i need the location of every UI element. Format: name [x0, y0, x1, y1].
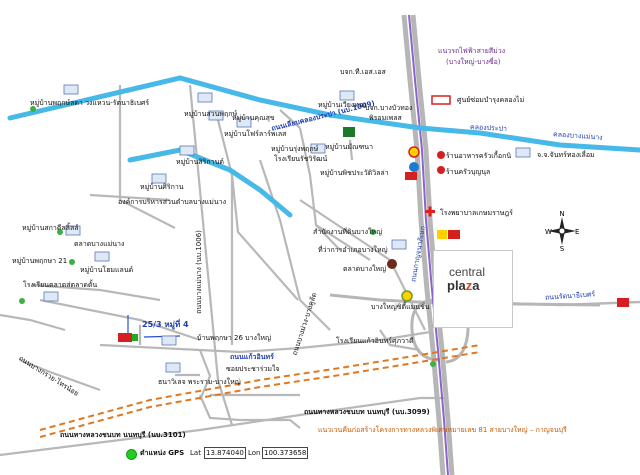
label-restaurant-jeed: ร้านอาหารครัวเกื้อกนิ	[446, 152, 512, 160]
purple-line-label: แนวรถไฟฟ้าสายสีม่วง	[438, 47, 506, 55]
railway-lines	[39, 344, 481, 438]
label-school-kaeoin: โรงเรียนแก้วอินทร์ศุภวาดี	[336, 337, 414, 345]
label-rongrian-wat: โรงเรียนรัชวิรัฒน์	[274, 155, 328, 163]
label-railway-note: แนวเวนคืนก่อสร้างโครงการทางหลวงพิเศษหมาย…	[318, 426, 567, 434]
compass-rose-icon: N S W E	[544, 210, 580, 253]
label-ban-manthana: หมู่บ้านมัณฑนา	[325, 143, 374, 151]
legend-lat-label: Lat :	[190, 449, 206, 457]
legend-lon-label: Lon :	[248, 449, 266, 457]
canals	[7, 75, 640, 218]
label-ban-wiang-thong: หมู่บ้านเวียงทอง	[318, 101, 367, 109]
label-amphoe: ที่ว่าการอำเภอบางใหญ่	[318, 246, 388, 254]
label-store: จ.จ.จันทร์ทองเลื่อม	[537, 151, 595, 159]
label-pirom: พิรอมเพลส	[369, 114, 402, 122]
village-icons	[43, 84, 531, 373]
label-moo-4: 25/3 หมู่ที่ 4	[142, 320, 189, 329]
label-restaurant-chaw: ร้านครัวบุญนุล	[446, 168, 491, 176]
label-ban-pruksa-21: หมู่บ้านพฤกษา 21	[12, 257, 68, 265]
legend-lon-value: 100.373658	[264, 449, 307, 457]
label-ban-phruk: หมู่บ้านรุ่งพฤกษ์	[271, 145, 319, 153]
label-hospital: โรงพยาบาลเกษมราษฎร์	[440, 209, 513, 217]
site-parcel	[118, 333, 132, 342]
purple-line-sub-label: (บางใหญ่-บางซื่อ)	[446, 58, 501, 66]
legend-lon-box	[262, 447, 308, 459]
label-school-wat: โรงเรียนตลาดส่ตลาดตั้น	[23, 281, 98, 289]
label-thanasire: ธนาวิเลจ พระราม-บางใหญ่	[158, 378, 241, 386]
hospital-cross-icon	[425, 206, 435, 217]
label-aor-bor-tor: องค์การบริหารส่วนตำบลบางแม่นาง	[118, 198, 226, 206]
central-logo-line2: plaza	[447, 278, 480, 293]
label-pruksa-villa: หมู่บ้านพิชประวัติวิลล่า	[320, 169, 389, 177]
tree-icons	[19, 106, 436, 367]
label-ban-khunsuk: หมู่บ้านคุณสุข	[232, 114, 275, 122]
gps-pin-icon	[126, 449, 137, 460]
label-market-bangyai: ตลาดบางใหญ่	[343, 265, 387, 273]
central-plaza-block: central plaza	[433, 250, 513, 328]
label-center-gold: ศูนย์ซ่อมบำรุงคลองไม่	[457, 96, 525, 104]
legend-lat-box	[204, 447, 246, 459]
poi-markers	[343, 95, 629, 307]
label-ban-sirikan-b: หมู่บ้านศิริกาน	[140, 183, 184, 191]
label-office-land: สำนักงานที่ดินบางใหญ่	[313, 228, 383, 236]
road-1006-label: ถนนบางแม่นาง (นบ.1006)	[194, 230, 203, 314]
label-ban-pruksa-26: บ้านพฤกษา 26 บางใหญ่	[197, 334, 271, 342]
label-bangbuathong: บจก.บางบัวทอง	[365, 104, 413, 112]
kanchanaphisek-road-2	[401, 14, 446, 475]
legend-lat-value: 13.874040	[206, 449, 244, 457]
label-road-3101: ถนนทางหลวงชนบท นนทบุรี (นบ.3101)	[60, 431, 186, 439]
label-road-3099: ถนนทางหลวงชนบท นนทบุรี (นบ.3099)	[304, 408, 430, 416]
legend-gps-label: ตำแหน่ง GPS	[140, 449, 185, 457]
label-ban-sopha: หมู่บ้านสกาดีลลิ้ลล์	[22, 224, 79, 232]
label-soi-pracha: ซอยประชาร่วมใจ	[226, 365, 280, 373]
compass-w: W	[545, 228, 552, 236]
label-ban-homeland: หมู่บ้านโฮมแลนด์	[80, 266, 134, 274]
label-ban-sirikan: หมู่บ้านสิริกานต์	[176, 158, 224, 166]
label-ban-phruk-sa: หมู่บ้านพฤกษ์ลดา วงแหวน-รัตนาธิเบศร์	[30, 99, 150, 107]
compass-n: N	[559, 211, 564, 218]
central-logo-line1: central	[449, 265, 486, 279]
site-parcel-green	[132, 334, 138, 341]
label-road-kaeoin: ถนนแก้วอินทร์	[230, 353, 274, 361]
label-market-bangmaenang: ตลาดบางแม่นาง	[74, 240, 125, 248]
label-ban-suanpruek: หมู่บ้านสวนพฤกษ์	[184, 110, 238, 118]
label-ban-flora: หมู่บ้านโฟร์ลาร์พเลส	[224, 130, 287, 138]
purple-line-track	[408, 14, 449, 475]
compass-s: S	[560, 245, 565, 251]
label-bangyai-city: บางใหญ่ซิตี้แมนชั่น	[371, 303, 430, 311]
label-tss: บจก.ที.เอส.เอส	[340, 68, 386, 76]
compass-e: E	[575, 228, 579, 236]
